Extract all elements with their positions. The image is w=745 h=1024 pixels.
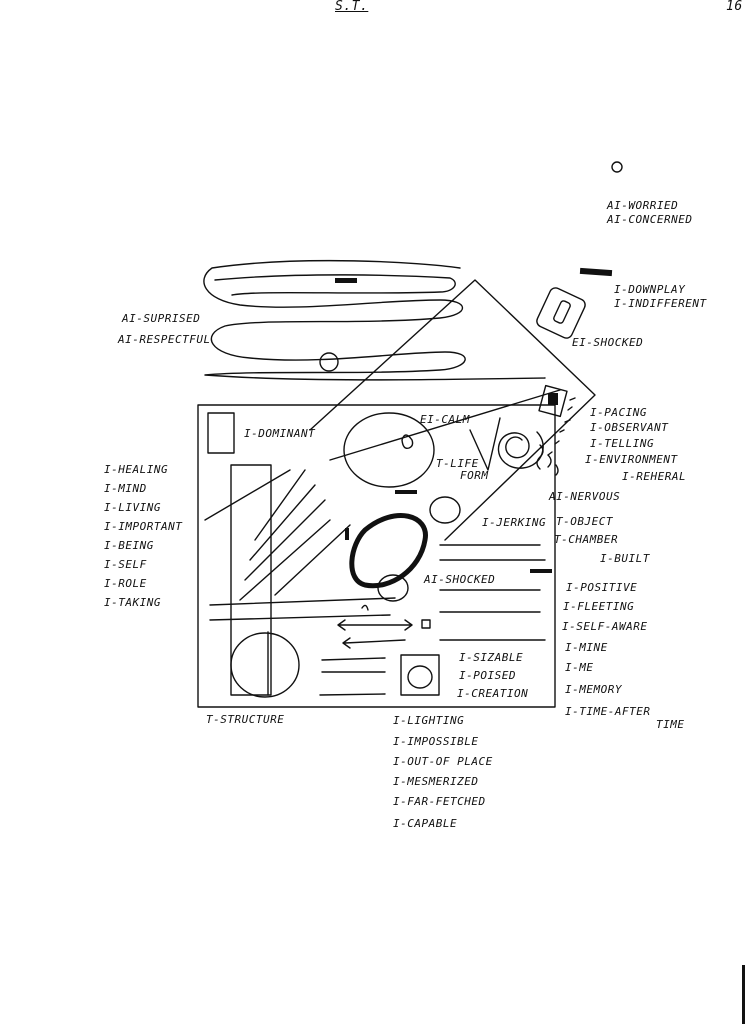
label-t-life: T-LIFE (436, 457, 479, 470)
label-t-structure: T-STRUCTURE (206, 713, 285, 726)
label-ai-worried: AI-WORRIED (607, 199, 679, 212)
label-t-object: T-OBJECT (556, 515, 613, 528)
label-i-out-of-place: I-OUT-OF PLACE (393, 755, 493, 768)
framed-circle-box (400, 654, 440, 696)
label-ai-suprised: AI-SUPRISED (122, 312, 201, 325)
spiral (497, 431, 544, 469)
left-list-item: I-IMPORTANT (104, 520, 183, 533)
label-time: TIME (656, 718, 685, 731)
page-number: 16 (726, 0, 743, 14)
label-ei-calm: EI-CALM (420, 413, 470, 426)
label-i-fleeting: I-FLEETING (563, 600, 635, 613)
label-i-pacing: I-PACING (590, 406, 647, 419)
label-i-reheral: I-REHERAL (622, 470, 687, 483)
label-i-positive: I-POSITIVE (566, 581, 638, 594)
small-top-rect (207, 412, 235, 454)
label-i-far-fetched: I-FAR-FETCHED (393, 795, 486, 808)
label-i-creation: I-CREATION (457, 687, 529, 700)
label-i-sizable: I-SIZABLE (459, 651, 524, 664)
left-list-item: I-HEALING (104, 463, 169, 476)
arrow-1 (337, 619, 413, 631)
label-i-telling: I-TELLING (590, 437, 655, 450)
small-circle-scribble (319, 352, 339, 372)
label-i-environment: I-ENVIRONMENT (585, 453, 678, 466)
label-ai-shocked: AI-SHOCKED (424, 573, 496, 586)
label-i-time-after: I-TIME-AFTER (565, 705, 651, 718)
label-i-indifferent: I-INDIFFERENT (614, 297, 707, 310)
left-list-item: I-MIND (104, 482, 147, 495)
label-ai-concerned: AI-CONCERNED (607, 213, 693, 226)
label-i-mesmerized: I-MESMERIZED (393, 775, 479, 788)
label-ai-respectful: AI-RESPECTFUL (118, 333, 211, 346)
label-i-built: I-BUILT (600, 552, 650, 565)
central-circle (343, 412, 435, 488)
label-i-jerking: I-JERKING (482, 516, 547, 529)
label-i-mine: I-MINE (565, 641, 608, 654)
tall-rect (230, 464, 272, 696)
label-t-chamber: T-CHAMBER (554, 533, 619, 546)
small-o (611, 161, 623, 173)
left-list-item: I-BEING (104, 539, 154, 552)
label-i-poised: I-POISED (459, 669, 516, 682)
label-i-observant: I-OBSERVANT (590, 421, 669, 434)
bottom-circle (230, 632, 300, 698)
label-i-lighting: I-LIGHTING (393, 714, 465, 727)
arrow-2 (342, 637, 406, 649)
label-ei-shocked: EI-SHOCKED (572, 336, 644, 349)
label-ai-nervous: AI-NERVOUS (549, 490, 621, 503)
label-i-dominant: I-DOMINANT (244, 427, 316, 440)
shaded-blob (349, 513, 428, 589)
left-label-list: I-HEALING I-MIND I-LIVING I-IMPORTANT I-… (104, 463, 182, 615)
header-code: S.T. (335, 0, 369, 14)
wavy-scribble (203, 259, 546, 381)
label-form: FORM (460, 469, 489, 482)
label-i-me: I-ME (565, 661, 594, 674)
left-list-item: I-ROLE (104, 577, 147, 590)
label-i-self-aware: I-SELF-AWARE (562, 620, 648, 633)
left-list-item: I-SELF (104, 558, 147, 571)
label-i-capable: I-CAPABLE (393, 817, 458, 830)
left-list-item: I-LIVING (104, 501, 161, 514)
main-frame (197, 404, 556, 708)
label-i-downplay: I-DOWNPLAY (614, 283, 686, 296)
label-i-impossible: I-IMPOSSIBLE (393, 735, 479, 748)
label-i-memory: I-MEMORY (565, 683, 622, 696)
left-list-item: I-TAKING (104, 596, 161, 609)
